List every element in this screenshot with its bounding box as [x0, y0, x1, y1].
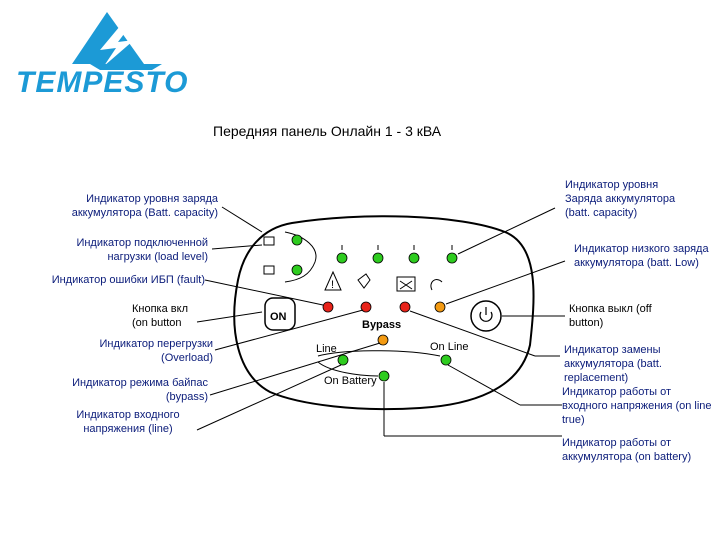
load-icon [263, 236, 275, 246]
led-load-2 [291, 264, 303, 276]
page-title: Передняя панель Онлайн 1 - 3 кВА [213, 123, 442, 139]
label-on-button: Кнопка вкл (on button [132, 303, 188, 329]
onbattery-label: On Battery [324, 375, 377, 387]
tempesto-logo [72, 12, 162, 70]
overload-icon [357, 273, 371, 289]
label-batt-capacity-right: Индикатор уровня Заряда аккумулятора (ba… [565, 179, 676, 219]
batt-replace-icon [396, 276, 416, 292]
led-batt-low [434, 301, 446, 313]
on-button [264, 297, 296, 331]
led-batt-2 [372, 252, 384, 264]
label-batt-replace: Индикатор замены аккумулятора (batt. rep… [564, 344, 662, 384]
online-label: On Line [430, 341, 469, 353]
label-online: Индикатор работы от входного напряжения … [562, 386, 712, 426]
label-batt-capacity-left: Индикатор уровня заряда аккумулятора (Ba… [71, 193, 218, 219]
led-load-1 [291, 234, 303, 246]
line-label: Line [316, 343, 337, 355]
led-bypass [377, 334, 389, 346]
led-batt-3 [408, 252, 420, 264]
label-off-button: Кнопка выкл (off button) [569, 303, 652, 329]
label-load-level: Индикатор подключенной нагрузки (load le… [76, 237, 208, 263]
label-overload: Индикатор перегрузки (Overload) [99, 338, 214, 364]
panel-outline [233, 215, 535, 411]
on-button-label: ON [270, 311, 287, 323]
label-bypass: Индикатор режима байпас (bypass) [72, 377, 208, 403]
led-fault [322, 301, 334, 313]
led-batt-4 [446, 252, 458, 264]
led-line [337, 354, 349, 366]
label-line: Индикатор входного напряжения (line) [76, 409, 180, 435]
label-fault: Индикатор ошибки ИБП (fault) [51, 274, 205, 286]
load-icon-2 [263, 265, 275, 275]
led-batt-1 [336, 252, 348, 264]
led-batt-replace [399, 301, 411, 313]
led-online [440, 354, 452, 366]
label-onbattery: Индикатор работы от аккумулятора (on bat… [562, 437, 692, 463]
batt-low-icon [430, 279, 443, 291]
label-batt-low: Индикатор низкого заряда аккумулятора (b… [574, 243, 709, 269]
fault-icon [324, 270, 342, 291]
bypass-label: Bypass [362, 319, 401, 331]
svg-text:!: ! [331, 279, 334, 291]
off-button [470, 300, 502, 332]
logo-wordmark: TEMPESTO [16, 66, 189, 99]
led-overload [360, 301, 372, 313]
led-battery [378, 370, 390, 382]
